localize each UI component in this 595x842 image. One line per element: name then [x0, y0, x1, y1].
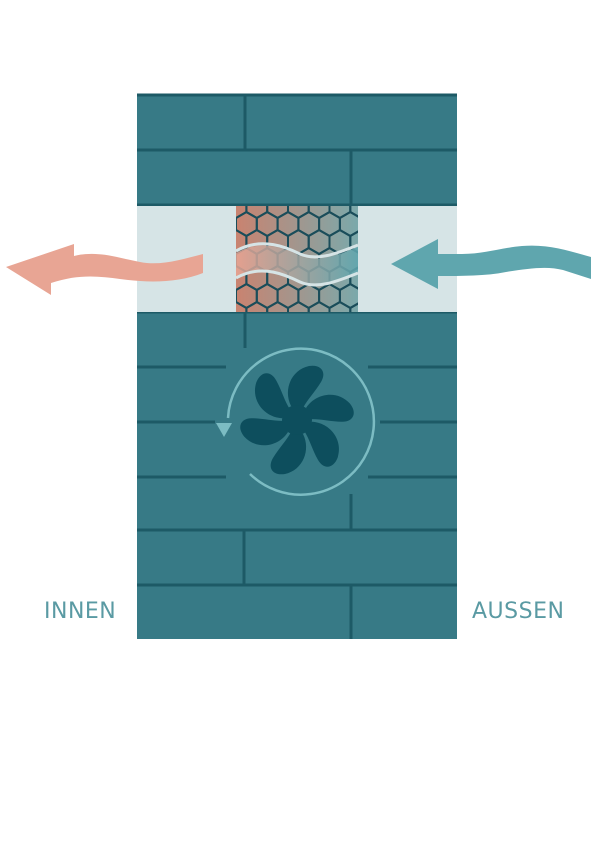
hexagon-cell	[245, 300, 269, 312]
fan-hub	[282, 405, 312, 435]
label-inside: INNEN	[44, 599, 117, 624]
hexagon-cell	[328, 300, 352, 312]
rotation-arrowhead	[216, 423, 232, 437]
warm-air-arrow-icon	[6, 244, 203, 295]
hexagon-cell	[307, 300, 331, 312]
fan-blade	[255, 373, 290, 419]
cold-air-arrow-icon	[391, 239, 591, 289]
fan-blade	[306, 394, 354, 422]
fan-icon	[240, 365, 354, 475]
flow-edge-bottom	[236, 269, 358, 287]
rotation-arc	[226, 347, 376, 496]
label-outside: AUSSEN	[472, 599, 565, 624]
rotation-arrow-icon	[216, 347, 376, 496]
fan-blade	[240, 418, 288, 446]
hexagon-cell	[287, 300, 310, 312]
fan-blade	[304, 421, 339, 467]
brick-wall	[137, 93, 457, 639]
fan-blade	[287, 365, 324, 408]
heat-exchanger-icon	[236, 206, 358, 312]
flow-edge-top	[236, 242, 358, 259]
fan-blade	[270, 432, 307, 475]
hexagon-cell	[266, 300, 289, 312]
flow-band	[236, 245, 358, 284]
